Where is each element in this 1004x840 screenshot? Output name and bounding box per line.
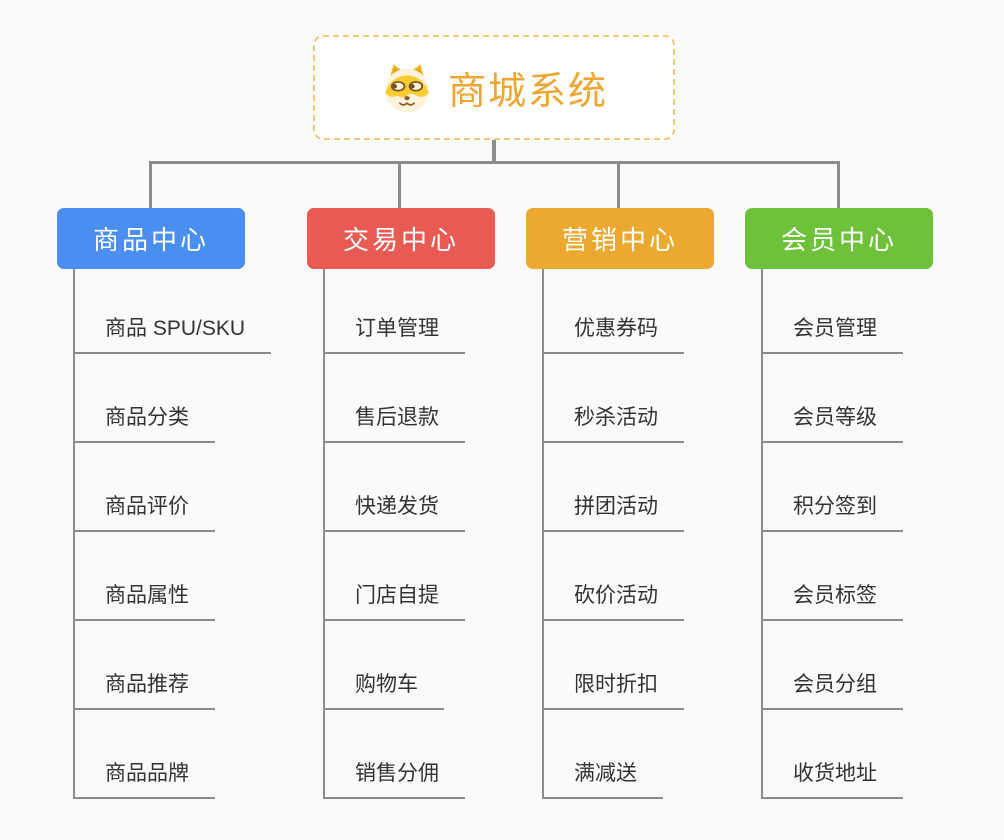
leaf-node[interactable]: 会员等级 (761, 405, 903, 443)
leaf-node[interactable]: 秒杀活动 (542, 405, 684, 443)
leaf-node[interactable]: 会员标签 (761, 583, 903, 621)
shiba-doge-icon (385, 63, 429, 112)
leaf-node[interactable]: 商品 SPU/SKU (73, 316, 272, 354)
branch-column-member: 会员中心 会员管理 会员等级 积分签到 会员标签 会员分组 收货地址 (745, 208, 995, 840)
leaf-node[interactable]: 会员分组 (761, 672, 903, 710)
leaf-node[interactable]: 砍价活动 (542, 583, 684, 621)
branch-label: 交易中心 (342, 225, 459, 255)
branch-column-trade: 交易中心 订单管理 售后退款 快递发货 门店自提 购物车 销售分佣 (307, 208, 557, 840)
leaf-node[interactable]: 订单管理 (323, 316, 465, 354)
branch-column-marketing: 营销中心 优惠券码 秒杀活动 拼团活动 砍价活动 限时折扣 满减送 (526, 208, 776, 840)
leaf-node[interactable]: 销售分佣 (323, 761, 465, 799)
leaf-node[interactable]: 拼团活动 (542, 494, 684, 532)
leaf-node[interactable]: 商品推荐 (73, 672, 215, 710)
branch-label: 商品中心 (92, 225, 209, 255)
branch-node-trade-center[interactable]: 交易中心 (307, 208, 495, 269)
root-title: 商城系统 (447, 71, 608, 113)
leaf-node[interactable]: 商品品牌 (73, 761, 215, 799)
leaf-node[interactable]: 门店自提 (323, 583, 465, 621)
leaf-node[interactable]: 商品属性 (73, 583, 215, 621)
leaf-node[interactable]: 商品分类 (73, 405, 215, 443)
branch-label: 营销中心 (561, 225, 678, 255)
root-node[interactable]: 商城系统 (313, 35, 675, 140)
branch-node-member-center[interactable]: 会员中心 (745, 208, 933, 269)
branch-column-product: 商品中心 商品 SPU/SKU 商品分类 商品评价 商品属性 商品推荐 商品品牌 (57, 208, 307, 840)
connector-column-line (323, 269, 325, 799)
connector-column-line (73, 269, 75, 799)
connector-drop (837, 161, 840, 208)
leaf-node[interactable]: 收货地址 (761, 761, 903, 799)
connector-horizontal (149, 161, 840, 164)
connector-column-line (761, 269, 763, 799)
leaf-node[interactable]: 会员管理 (761, 316, 903, 354)
leaf-node[interactable]: 满减送 (542, 761, 663, 799)
connector-column-line (542, 269, 544, 799)
leaf-node[interactable]: 售后退款 (323, 405, 465, 443)
leaf-node[interactable]: 商品评价 (73, 494, 215, 532)
leaf-node[interactable]: 快递发货 (323, 494, 465, 532)
leaf-node[interactable]: 限时折扣 (542, 672, 684, 710)
leaf-node[interactable]: 积分签到 (761, 494, 903, 532)
connector-drop (149, 161, 152, 208)
connector-drop (398, 161, 401, 208)
connector-drop (617, 161, 620, 208)
connector-trunk (492, 140, 496, 162)
branch-label: 会员中心 (780, 225, 897, 255)
branch-node-marketing-center[interactable]: 营销中心 (526, 208, 714, 269)
leaf-node[interactable]: 优惠券码 (542, 316, 684, 354)
leaf-node[interactable]: 购物车 (323, 672, 444, 710)
branch-node-product-center[interactable]: 商品中心 (57, 208, 245, 269)
